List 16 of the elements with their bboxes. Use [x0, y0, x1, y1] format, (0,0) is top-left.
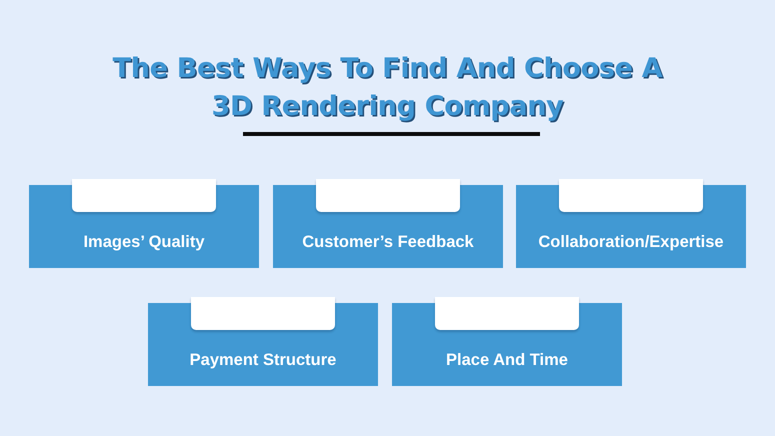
blank-tab	[559, 179, 703, 212]
category-box	[392, 297, 622, 386]
category-label: Customer’s Feedback	[302, 232, 474, 253]
title: The Best Ways To Find And Choose A 3D Rendering Company	[112, 52, 664, 124]
category-box	[148, 297, 378, 386]
blank-tab	[435, 297, 579, 330]
category-label: Place And Time	[446, 350, 568, 371]
category-label: Payment Structure	[190, 350, 336, 371]
category-box	[29, 179, 259, 268]
category-box	[516, 179, 746, 268]
category-box	[273, 179, 503, 268]
category-label: Images’ Quality	[83, 232, 205, 253]
blank-tab	[191, 297, 335, 330]
category-label: Collaboration/Expertise	[538, 232, 724, 253]
blank-tab	[72, 179, 216, 212]
blank-tab	[316, 179, 460, 212]
